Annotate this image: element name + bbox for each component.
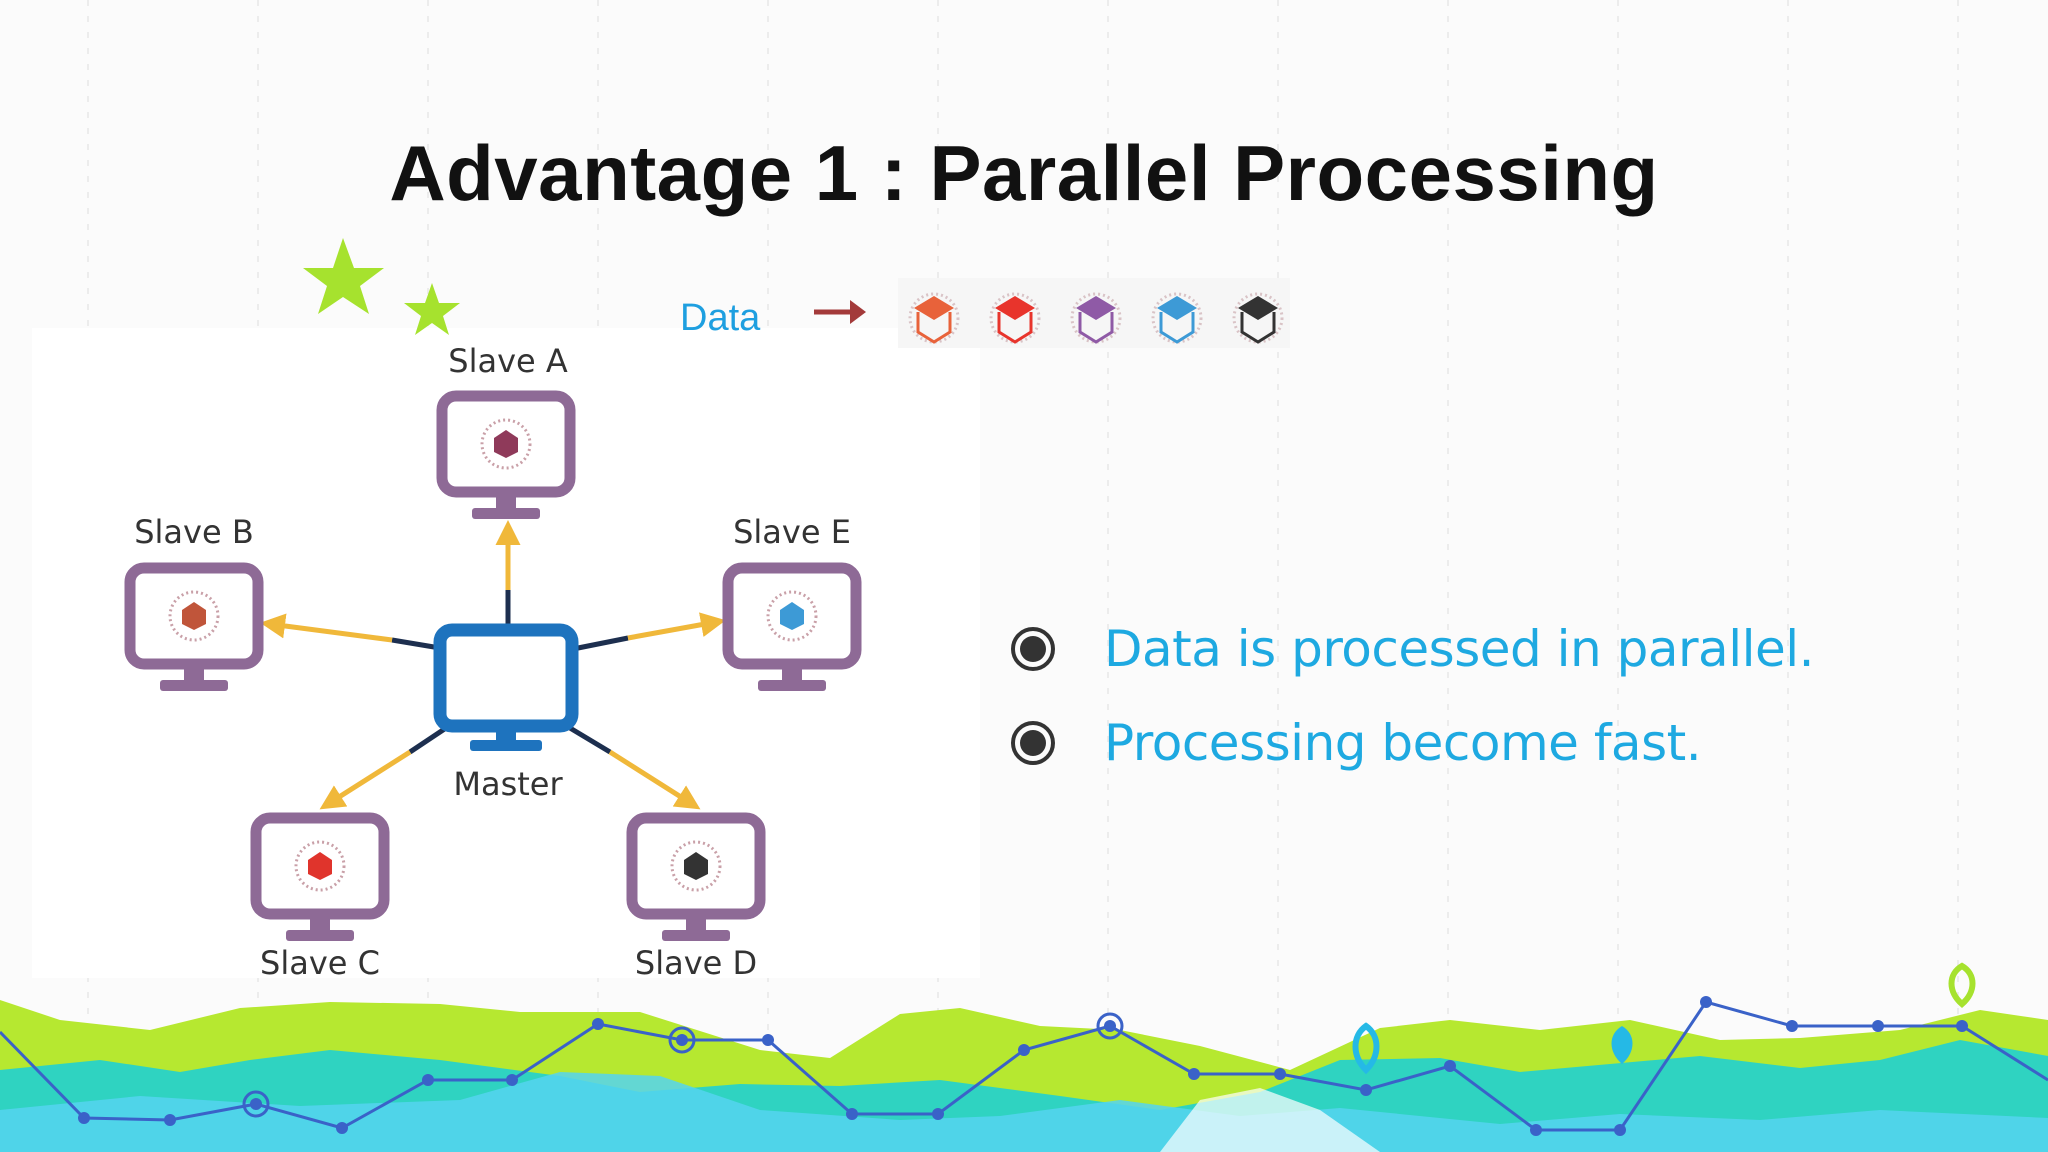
star-decoration-icon: [303, 238, 460, 335]
right-arrow-icon: [814, 300, 866, 324]
radio-bullet-icon: [1011, 627, 1055, 671]
slave-b-computer-icon: [130, 568, 258, 691]
trend-points: [78, 996, 1968, 1136]
slide-title: Advantage 1 : Parallel Processing: [389, 129, 1659, 217]
map-pin-icon: [1352, 962, 1976, 1075]
slave-c-computer-icon: [256, 818, 384, 941]
trend-point-rings: [242, 1012, 1124, 1118]
data-label: Data: [680, 297, 761, 339]
slave-a-label: Slave A: [448, 342, 568, 380]
data-packet-icon: [908, 292, 960, 344]
slave-e-computer-icon: [728, 568, 856, 691]
slave-a-computer-icon: [442, 396, 570, 519]
bullet-item: Processing become fast.: [1010, 696, 2010, 790]
master-label: Master: [453, 765, 563, 803]
footer-decoration: [0, 962, 2048, 1152]
slave-c-label: Slave C: [260, 944, 380, 982]
connector-lines: [391, 590, 629, 755]
master-computer-icon: [433, 623, 579, 751]
slave-e-label: Slave E: [733, 513, 851, 551]
data-packets: [908, 292, 1284, 344]
bullet-text: Data is processed in parallel.: [1104, 620, 1815, 678]
bullet-text: Processing become fast.: [1104, 714, 1702, 772]
radio-bullet-icon: [1011, 721, 1055, 765]
white-peak: [1160, 1088, 1380, 1152]
data-packet-icon: [1151, 292, 1203, 344]
distribution-arrows: [260, 520, 726, 810]
slave-d-label: Slave D: [635, 944, 757, 982]
data-packet-icon: [989, 292, 1041, 344]
bullet-item: Data is processed in parallel.: [1010, 602, 2010, 696]
bullet-list: Data is processed in parallel. Processin…: [1010, 602, 2010, 790]
data-packet-icon: [1232, 292, 1284, 344]
slave-b-label: Slave B: [134, 513, 254, 551]
slave-d-computer-icon: [632, 818, 760, 941]
data-packet-icon: [1070, 292, 1122, 344]
